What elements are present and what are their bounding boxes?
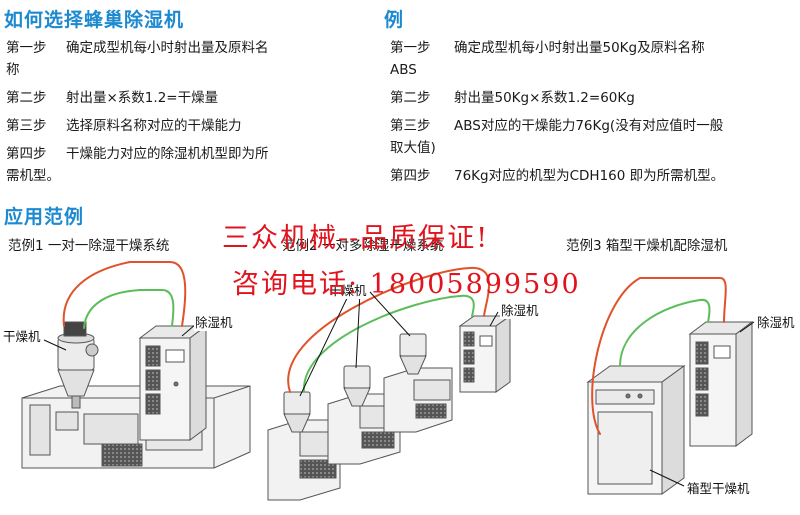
box-dryer <box>586 365 686 495</box>
right-step-2: 第二步 射出量50Kg×系数1.2=60Kg <box>390 88 635 108</box>
dryer-label-2: 干燥机 <box>328 280 368 299</box>
hopper-dryer-1 <box>57 321 99 409</box>
left-step-1-cont: 称 <box>6 62 20 78</box>
example-1-caption: 范例1 一对一除湿干燥系统 <box>8 238 170 254</box>
step-text: 选择原料名称对应的干燥能力 <box>66 118 242 134</box>
step-label: 第二步 <box>6 90 47 106</box>
step-text: 干燥能力对应的除湿机机型即为所 <box>66 146 269 162</box>
application-heading: 应用范例 <box>4 206 85 228</box>
step-text: 确定成型机每小时射出量及原料名 <box>66 40 269 56</box>
step-text: 确定成型机每小时射出量50Kg及原料名称 <box>454 40 705 56</box>
step-label: 第三步 <box>6 118 47 134</box>
left-step-4-cont: 需机型。 <box>6 168 60 184</box>
dehumidifier-label-3: 除湿机 <box>756 312 796 331</box>
step-label: 第二步 <box>390 90 431 106</box>
pipe-green-1 <box>83 289 175 329</box>
left-step-1: 第一步 确定成型机每小时射出量及原料名 <box>6 38 269 58</box>
left-step-3: 第三步 选择原料名称对应的干燥能力 <box>6 116 242 136</box>
dryer-label-1: 干燥机 <box>2 326 42 345</box>
promo-phone: 咨询电话: 18005899590 <box>232 269 581 300</box>
pipe-green-3 <box>619 298 711 367</box>
box-dryer-label: 箱型干燥机 <box>686 478 751 497</box>
right-step-1-cont: ABS <box>390 62 417 78</box>
right-step-3: 第三步 ABS对应的干燥能力76Kg(没有对应值时一般 <box>390 116 723 136</box>
right-step-3-cont: 取大值) <box>390 140 436 156</box>
example-2-caption: 范例2 一对多除湿干燥系统 <box>282 238 444 254</box>
left-step-2: 第二步 射出量×系数1.2=干燥量 <box>6 88 218 108</box>
right-step-4: 第四步 76Kg对应的机型为CDH160 即为所需机型。 <box>390 166 724 186</box>
step-label: 第一步 <box>6 40 47 56</box>
dehumidifier-3 <box>688 321 754 447</box>
example-heading: 例 <box>384 9 405 31</box>
promo-slogan: 三众机械--品质保证! <box>222 223 490 254</box>
left-step-4: 第四步 干燥能力对应的除湿机机型即为所 <box>6 144 269 164</box>
step-text: 76Kg对应的机型为CDH160 即为所需机型。 <box>454 168 725 184</box>
molding-machine-1 <box>21 385 251 469</box>
step-text: ABS对应的干燥能力76Kg(没有对应值时一般 <box>454 118 724 134</box>
pipe-red-1 <box>62 261 187 327</box>
step-text: 射出量×系数1.2=干燥量 <box>66 90 219 106</box>
right-step-1: 第一步 确定成型机每小时射出量50Kg及原料名称 <box>390 38 705 58</box>
molding-machines-2 <box>267 367 453 501</box>
example-3-caption: 范例3 箱型干燥机配除湿机 <box>566 238 728 254</box>
pipe-red-2 <box>287 266 490 393</box>
step-label: 第一步 <box>390 40 431 56</box>
step-label: 第四步 <box>6 146 47 162</box>
dehumidifier-label-2: 除湿机 <box>500 300 540 319</box>
hopper-dryers-2 <box>283 333 427 433</box>
step-label: 第三步 <box>390 118 431 134</box>
dehumidifier-1 <box>138 325 208 441</box>
pipe-red-3 <box>591 277 727 435</box>
step-label: 第四步 <box>390 168 431 184</box>
dehumidifier-label-1: 除湿机 <box>194 312 234 331</box>
dehumidifier-2 <box>458 315 512 393</box>
step-text: 射出量50Kg×系数1.2=60Kg <box>454 90 635 106</box>
how-to-select-heading: 如何选择蜂巢除湿机 <box>4 9 185 31</box>
